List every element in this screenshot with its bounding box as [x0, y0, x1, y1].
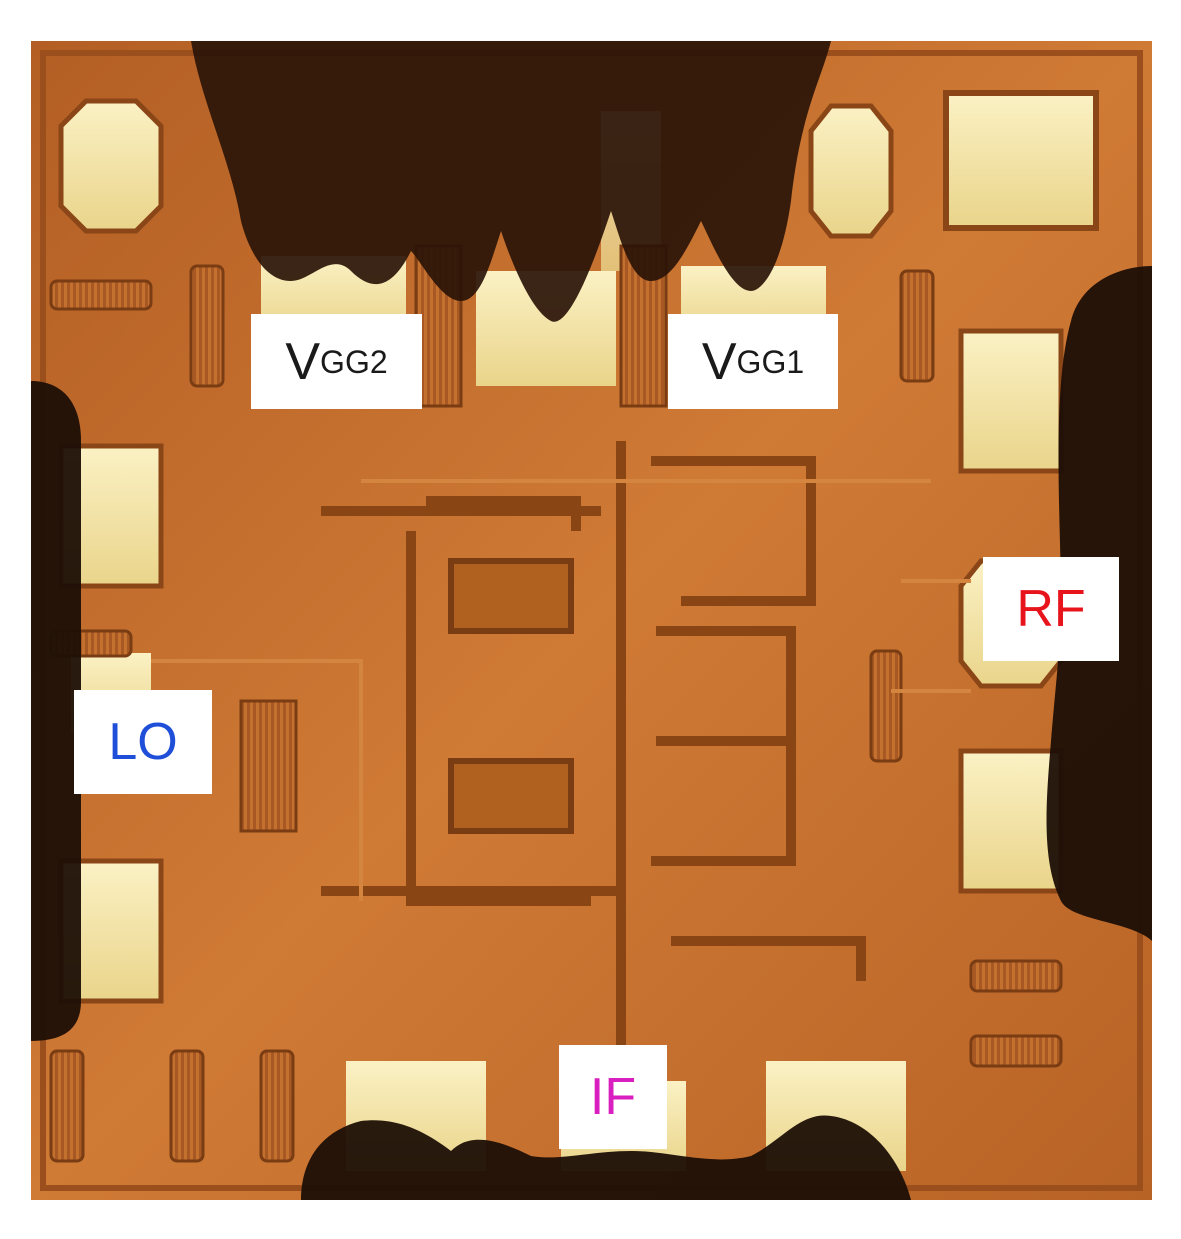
- pad-top-far-right: [943, 90, 1099, 231]
- label-rf-text: RF: [1016, 580, 1086, 638]
- pad-right-lower: [958, 748, 1064, 894]
- pad-top-left: [58, 98, 164, 234]
- label-vgg2-sub: GG2: [320, 343, 388, 380]
- pad-top-right-octagon: [808, 103, 894, 239]
- label-if: IF: [559, 1045, 667, 1149]
- label-lo-text: LO: [108, 713, 178, 771]
- probe-left: [31, 381, 81, 1041]
- label-vgg1-sub: GG1: [736, 343, 805, 380]
- label-if-text: IF: [589, 1068, 637, 1126]
- label-vgg2-main: V: [285, 332, 321, 391]
- probe-top: [191, 41, 831, 322]
- label-rf: RF: [983, 557, 1119, 661]
- pad-right-upper: [958, 328, 1064, 474]
- label-vgg1-main: V: [701, 332, 737, 391]
- probe-bottom: [301, 1115, 911, 1200]
- label-lo: LO: [74, 690, 212, 794]
